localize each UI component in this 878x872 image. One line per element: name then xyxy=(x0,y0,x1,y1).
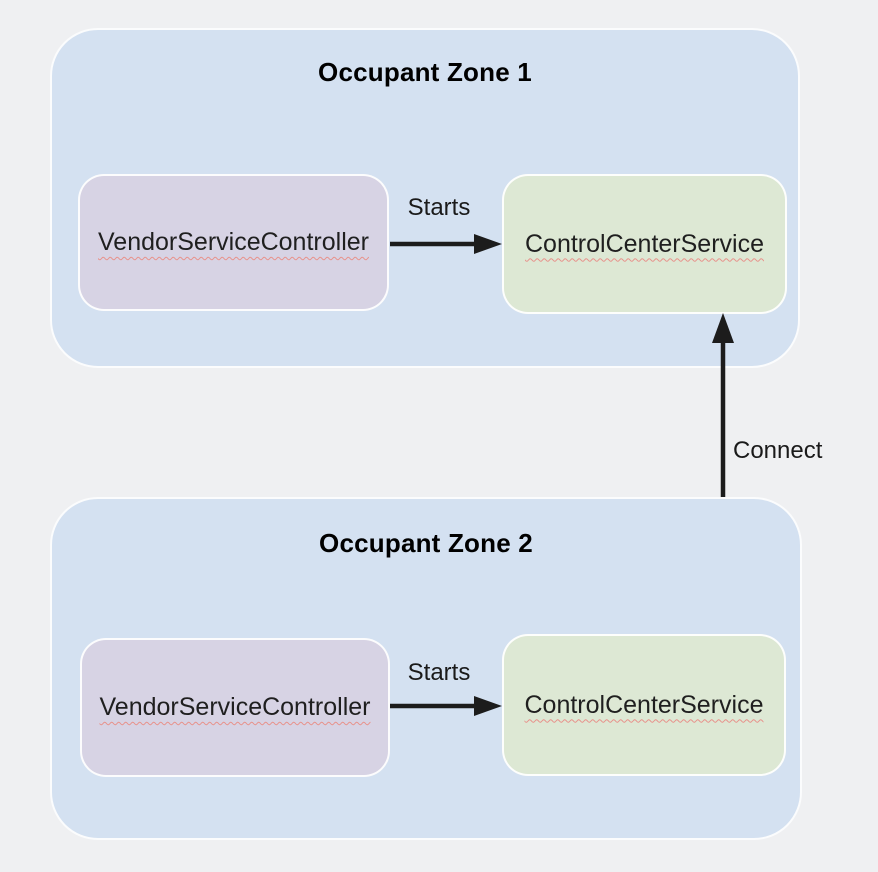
starts-label-2: Starts xyxy=(407,659,471,686)
starts-arrow-1-icon xyxy=(390,234,502,254)
connect-label: Connect xyxy=(733,437,823,464)
node-vendor-service-controller-2: VendorServiceController xyxy=(80,638,390,777)
node-label: ControlCenterService xyxy=(524,690,764,719)
node-control-center-service-1: ControlCenterService xyxy=(502,174,787,314)
zone-2-title: Occupant Zone 2 xyxy=(319,528,533,558)
zone-occupant-1: Occupant Zone 1 VendorServiceController … xyxy=(50,28,800,368)
node-control-center-service-2: ControlCenterService xyxy=(502,634,786,776)
starts-label-1: Starts xyxy=(407,194,471,221)
node-label: ControlCenterService xyxy=(525,229,764,258)
zone-1-title: Occupant Zone 1 xyxy=(318,57,532,87)
node-vendor-service-controller-1: VendorServiceController xyxy=(78,174,389,311)
zone-occupant-2: Occupant Zone 2 VendorServiceController … xyxy=(50,497,802,840)
node-label: VendorServiceController xyxy=(98,228,369,256)
starts-arrow-2-icon xyxy=(390,696,502,716)
node-label: VendorServiceController xyxy=(99,693,371,721)
